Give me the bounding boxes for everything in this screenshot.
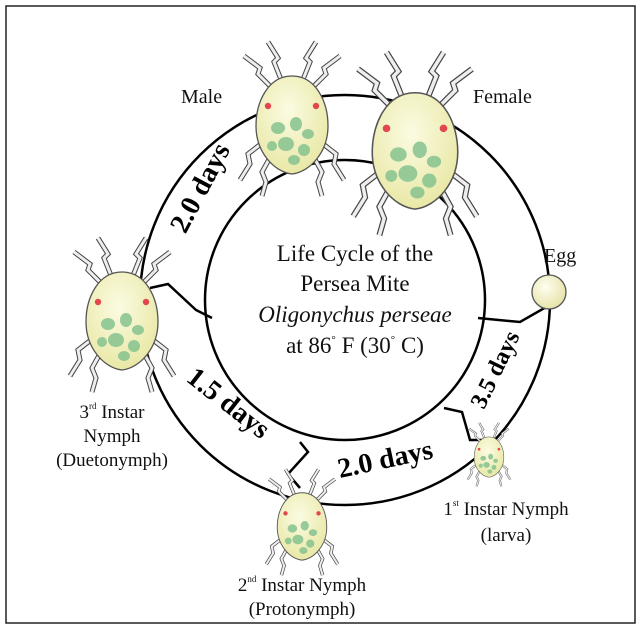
svg-text:3rd Instar: 3rd Instar xyxy=(79,401,145,423)
label-deutonymph: 3rd Instar Nymph (Duetonymph) xyxy=(56,401,168,471)
svg-text:(Protonymph): (Protonymph) xyxy=(249,599,356,620)
title-line1: Life Cycle of the xyxy=(277,241,433,266)
label-male: Male xyxy=(181,86,222,108)
svg-text:1st Instar Nymph: 1st Instar Nymph xyxy=(443,498,569,520)
egg-icon xyxy=(532,275,566,309)
label-larva: 1st Instar Nymph (larva) xyxy=(443,498,569,546)
svg-text:Nymph: Nymph xyxy=(84,426,142,447)
svg-text:(Duetonymph): (Duetonymph) xyxy=(56,450,168,471)
label-egg: Egg xyxy=(544,245,576,267)
label-female: Female xyxy=(473,86,532,108)
label-protonymph: 2nd Instar Nymph (Protonymph) xyxy=(238,574,367,620)
title-line2: Persea Mite xyxy=(300,271,409,296)
species-name: Oligonychus perseae xyxy=(258,302,452,327)
svg-text:(larva): (larva) xyxy=(481,525,532,546)
svg-text:2nd Instar Nymph: 2nd Instar Nymph xyxy=(238,574,367,596)
temperature-line: at 86° F (30° C) xyxy=(286,333,424,358)
